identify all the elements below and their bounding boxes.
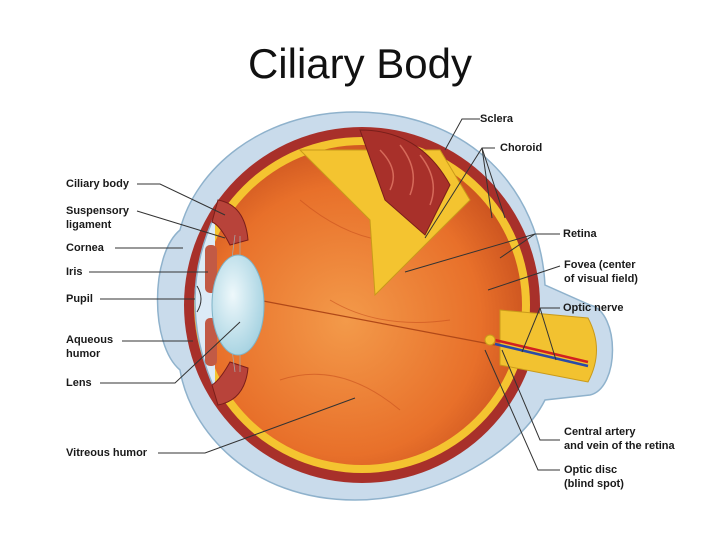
optic-nerve-shape — [484, 309, 597, 383]
label-suspensory-line1: Suspensory — [66, 205, 129, 217]
label-fovea-line1: Fovea (center — [564, 259, 636, 271]
label-suspensory-line2: ligament — [66, 219, 112, 231]
label-suspensory-ligament: Suspensory ligament — [66, 204, 129, 232]
label-optic-disc-line1: Optic disc — [564, 464, 618, 476]
label-central-artery-line2: and vein of the retina — [564, 440, 675, 452]
label-lens: Lens — [66, 377, 92, 389]
label-fovea: Fovea (center of visual field) — [564, 258, 638, 286]
leader-lines — [89, 118, 561, 471]
label-central-artery-line1: Central artery — [564, 426, 636, 438]
label-optic-disc-line2: (blind spot) — [564, 478, 624, 490]
lens-shape — [211, 254, 265, 356]
label-aqueous-line2: humor — [66, 348, 101, 360]
label-pupil: Pupil — [66, 293, 93, 305]
label-choroid: Choroid — [500, 142, 543, 154]
label-cornea: Cornea — [66, 242, 104, 254]
label-retina: Retina — [563, 228, 597, 240]
page-title: Ciliary Body — [247, 40, 473, 87]
ciliary-body-shape — [211, 199, 249, 406]
pupil-bracket — [196, 285, 202, 313]
label-vitreous-humor: Vitreous humor — [66, 447, 148, 459]
iris-shape — [205, 245, 217, 366]
label-optic-disc: Optic disc (blind spot) — [564, 463, 624, 491]
label-sclera: Sclera — [480, 113, 514, 125]
label-iris: Iris — [66, 266, 83, 278]
label-fovea-line2: of visual field) — [564, 273, 638, 285]
label-aqueous-line1: Aqueous — [66, 334, 114, 346]
label-optic-nerve: Optic nerve — [563, 302, 624, 314]
label-central-artery: Central artery and vein of the retina — [564, 425, 675, 453]
cutaway-wedge — [298, 129, 471, 297]
label-ciliary-body: Ciliary body — [66, 178, 129, 190]
label-aqueous-humor: Aqueous humor — [66, 333, 113, 361]
